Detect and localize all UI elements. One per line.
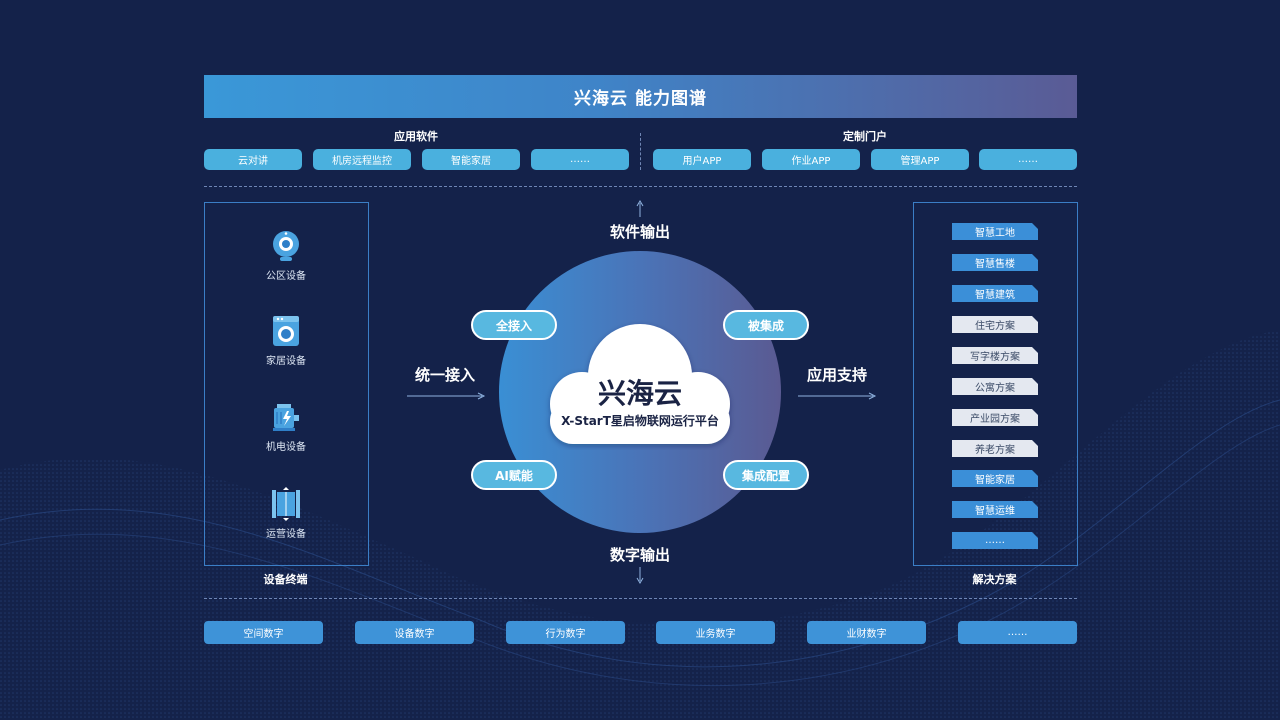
software-item-intercom[interactable]: 云对讲 xyxy=(204,149,302,170)
portal-item-work-app[interactable]: 作业APP xyxy=(762,149,860,170)
device-home[interactable]: 家居设备 xyxy=(226,314,346,367)
arrow-right-icon xyxy=(798,392,877,400)
software-item-more[interactable]: …… xyxy=(531,149,629,170)
flow-label-unified-access: 统一接入 xyxy=(414,366,475,384)
device-panel-caption: 设备终端 xyxy=(263,573,308,586)
capability-integration-config[interactable]: 集成配置 xyxy=(723,460,809,490)
capability-ai-empower[interactable]: AI赋能 xyxy=(471,460,557,490)
arrow-right-icon xyxy=(407,392,486,400)
device-label: 运营设备 xyxy=(266,529,306,540)
washing-machine-icon xyxy=(273,316,299,346)
top-divider xyxy=(204,186,1077,187)
arrow-up-icon xyxy=(636,200,644,217)
digital-space[interactable]: 空间数字 xyxy=(204,621,323,644)
motor-icon xyxy=(273,404,299,431)
solution-office-building[interactable]: 写字楼方案 xyxy=(952,347,1038,364)
solution-smart-sales-office[interactable]: 智慧售楼 xyxy=(952,254,1038,271)
flow-label-digital-output: 数字输出 xyxy=(609,546,670,564)
digital-finance[interactable]: 业财数字 xyxy=(807,621,926,644)
solutions-panel-caption: 解决方案 xyxy=(972,573,1017,586)
capability-full-access[interactable]: 全接入 xyxy=(471,310,557,340)
solution-smart-building[interactable]: 智慧建筑 xyxy=(952,285,1038,302)
solutions-panel xyxy=(913,202,1078,566)
device-label: 家居设备 xyxy=(266,356,306,367)
solution-more[interactable]: …… xyxy=(952,532,1038,549)
portal-item-admin-app[interactable]: 管理APP xyxy=(871,149,969,170)
solution-smart-construction-site[interactable]: 智慧工地 xyxy=(952,223,1038,240)
device-label: 公区设备 xyxy=(266,271,306,282)
solution-smart-home[interactable]: 智能家居 xyxy=(952,470,1038,487)
solution-apartment[interactable]: 公寓方案 xyxy=(952,378,1038,395)
page-title: 兴海云 能力图谱 xyxy=(574,89,707,109)
cloud-icon xyxy=(550,324,730,444)
digital-behavior[interactable]: 行为数字 xyxy=(506,621,625,644)
elevator-icon xyxy=(272,487,300,521)
platform-subtitle: X-StarT星启物联网运行平台 xyxy=(561,414,719,428)
software-item-server-room-monitor[interactable]: 机房远程监控 xyxy=(313,149,411,170)
bottom-divider xyxy=(204,598,1077,599)
portal-item-more[interactable]: …… xyxy=(979,149,1077,170)
software-item-smart-home[interactable]: 智能家居 xyxy=(422,149,520,170)
capability-integrated[interactable]: 被集成 xyxy=(723,310,809,340)
software-group-label: 应用软件 xyxy=(394,130,438,143)
digital-device[interactable]: 设备数字 xyxy=(355,621,474,644)
device-mechanical-electrical[interactable]: 机电设备 xyxy=(226,400,346,453)
page-title-bar: 兴海云 能力图谱 xyxy=(204,75,1077,118)
digital-more[interactable]: …… xyxy=(958,621,1077,644)
digital-business[interactable]: 业务数字 xyxy=(656,621,775,644)
flow-label-software-output: 软件输出 xyxy=(609,223,670,241)
solution-industrial-park[interactable]: 产业园方案 xyxy=(952,409,1038,426)
group-divider xyxy=(640,133,641,170)
solution-elderly-care[interactable]: 养老方案 xyxy=(952,440,1038,457)
camera-icon xyxy=(273,231,299,261)
device-label: 机电设备 xyxy=(266,442,306,453)
portal-item-user-app[interactable]: 用户APP xyxy=(653,149,751,170)
portal-group-label: 定制门户 xyxy=(843,130,887,143)
device-operations[interactable]: 运营设备 xyxy=(226,487,346,540)
solution-residential[interactable]: 住宅方案 xyxy=(952,316,1038,333)
solution-smart-operations[interactable]: 智慧运维 xyxy=(952,501,1038,518)
flow-label-application-support: 应用支持 xyxy=(806,366,867,384)
device-public-area[interactable]: 公区设备 xyxy=(226,229,346,282)
arrow-down-icon xyxy=(636,567,644,584)
device-panel xyxy=(204,202,369,566)
platform-name: 兴海云 xyxy=(597,377,682,410)
